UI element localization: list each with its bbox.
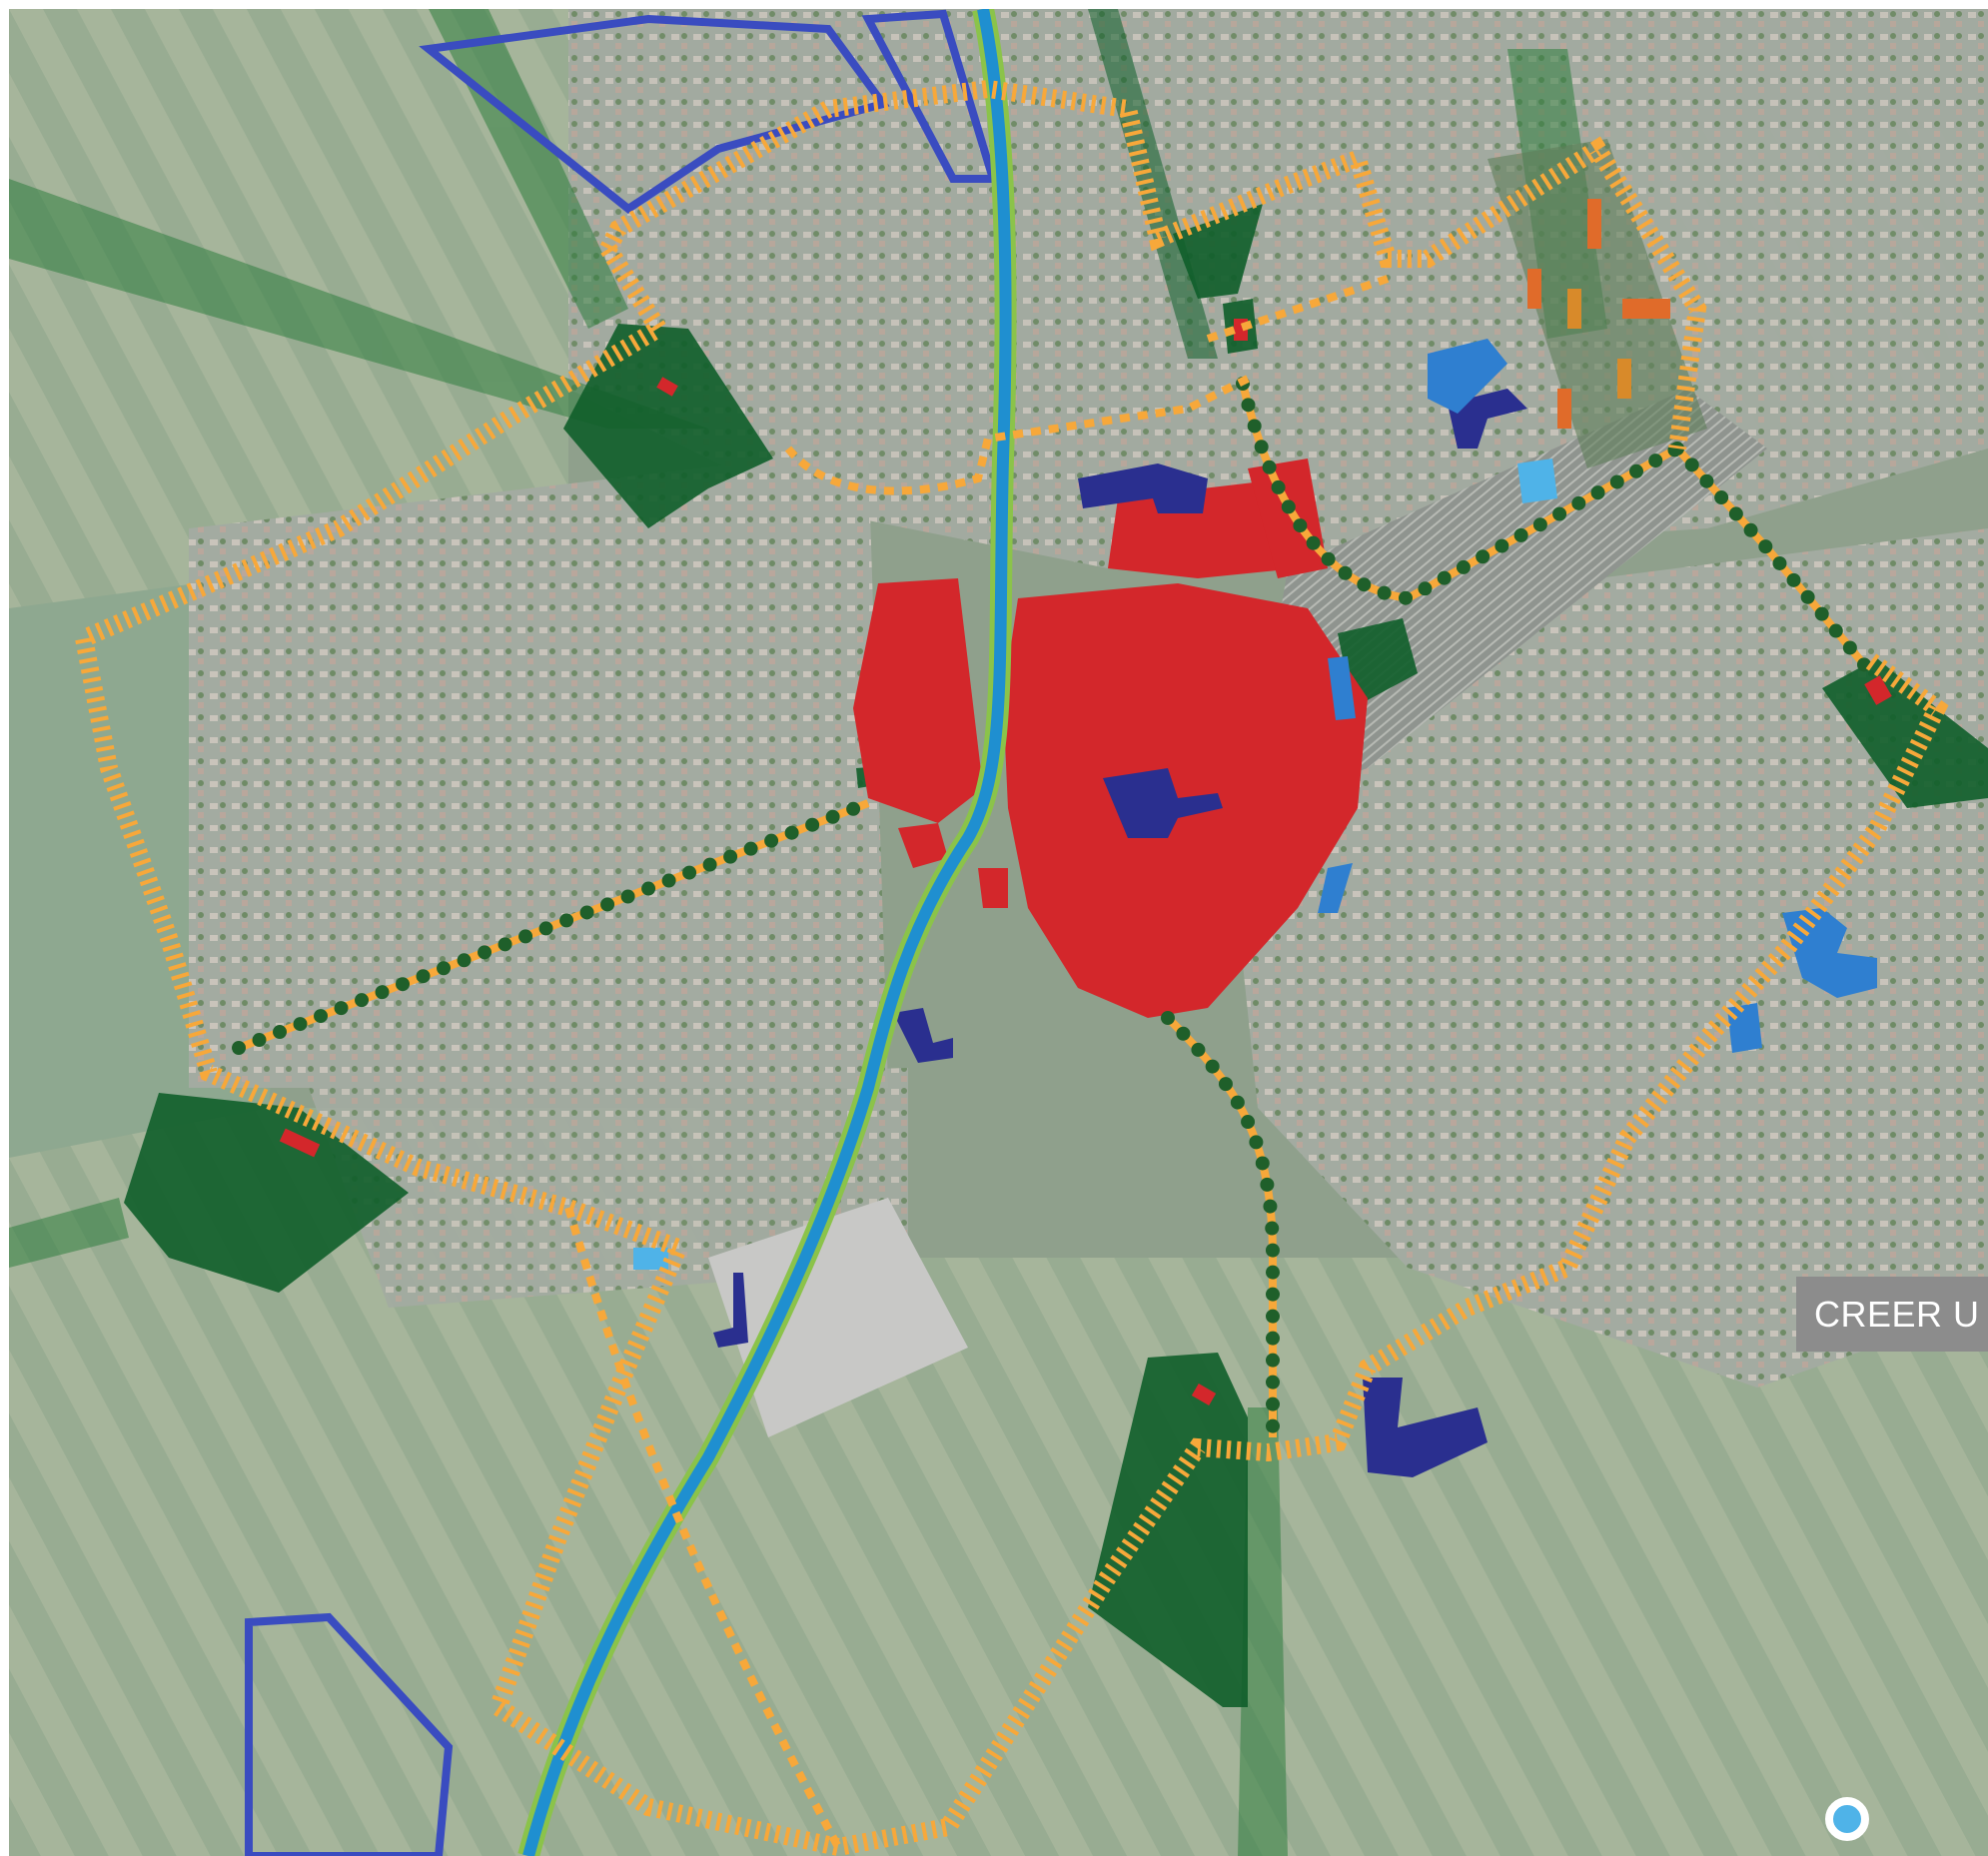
urban-fabric <box>189 9 1988 1388</box>
river-water <box>522 9 1012 1856</box>
industrial-building <box>708 1198 968 1437</box>
project-buildings <box>633 339 1877 1477</box>
green-zone-east <box>1822 658 1988 808</box>
heritage-markers <box>279 319 1892 1406</box>
railway-yard <box>1248 389 1767 808</box>
orange-promenade <box>73 79 1949 1856</box>
green-zone-west <box>124 1093 409 1293</box>
pool <box>1825 1797 1869 1841</box>
aerial-map <box>9 9 1988 1856</box>
map-label-text: CREER U <box>1814 1293 1980 1335</box>
green-zone-nw <box>563 324 773 528</box>
ne-development <box>1488 139 1707 468</box>
map-label-tab: CREER U <box>1796 1277 1988 1352</box>
map-frame <box>9 9 1988 1856</box>
green-zone-north <box>1173 204 1263 299</box>
tree-promenades <box>232 377 1874 1444</box>
